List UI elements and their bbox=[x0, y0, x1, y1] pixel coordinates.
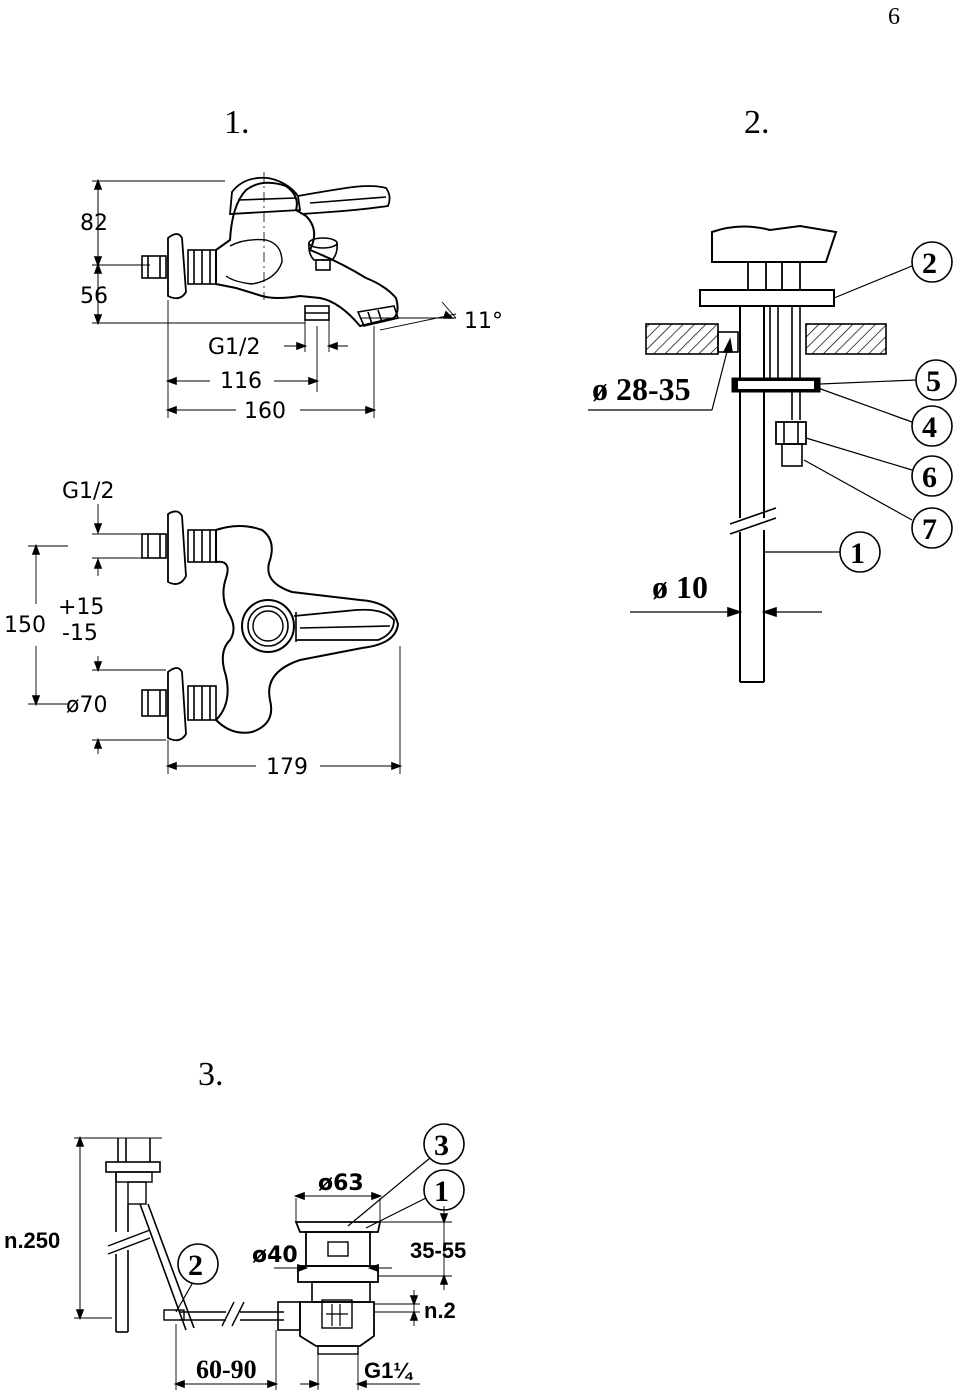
figure-2-installation: ø 28-35 ø 10 2 5 4 6 7 bbox=[588, 224, 957, 683]
dim-range: 35-55 bbox=[410, 1238, 466, 1263]
dim-179: 179 bbox=[266, 755, 308, 780]
dim-tol-plus: +15 bbox=[58, 595, 104, 620]
figure-2-label: 2. bbox=[744, 104, 770, 141]
dim-160: 160 bbox=[244, 399, 286, 424]
dim-thread-front: G1/2 bbox=[62, 479, 114, 504]
callout-1: 1 bbox=[850, 537, 865, 570]
dim-116: 116 bbox=[220, 369, 262, 394]
figure-3-waste: n.250 bbox=[4, 1123, 466, 1390]
callout-5: 5 bbox=[926, 365, 941, 398]
dim-dia-rod: ø 10 bbox=[652, 569, 708, 605]
dim-dia-hole: ø 28-35 bbox=[592, 371, 691, 407]
dim-dia70: ø70 bbox=[66, 693, 107, 718]
callout-6: 6 bbox=[922, 461, 937, 494]
callout-4: 4 bbox=[922, 411, 937, 444]
dim-angle: 11° bbox=[464, 309, 503, 334]
dim-thread-top: G1/2 bbox=[208, 335, 260, 360]
callout-7: 7 bbox=[922, 513, 937, 546]
callout-3-3: 3 bbox=[434, 1129, 449, 1162]
figure-1-front-view: G1/2 bbox=[2, 479, 403, 780]
dim-h250: n.250 bbox=[4, 1228, 60, 1253]
callout-3-2: 2 bbox=[188, 1249, 203, 1282]
figure-3-label: 3. bbox=[198, 1056, 224, 1093]
dim-dia40: ø40 bbox=[252, 1243, 298, 1268]
figure-1-label: 1. bbox=[224, 104, 250, 141]
dim-w60-90: 60-90 bbox=[196, 1355, 257, 1384]
dim-82: 82 bbox=[80, 211, 108, 236]
dim-n2: n.2 bbox=[424, 1298, 456, 1323]
dim-56: 56 bbox=[80, 284, 108, 309]
dim-150: 150 bbox=[4, 613, 46, 638]
callout-2: 2 bbox=[922, 247, 937, 280]
dim-thread-g114: G1¼ bbox=[364, 1358, 413, 1383]
figure-1-side-view: 82 56 bbox=[80, 172, 503, 424]
dim-dia63: ø63 bbox=[318, 1171, 364, 1196]
page-number: 6 bbox=[888, 4, 900, 30]
callout-3-1: 1 bbox=[434, 1175, 449, 1208]
dim-tol-minus: -15 bbox=[62, 621, 98, 646]
